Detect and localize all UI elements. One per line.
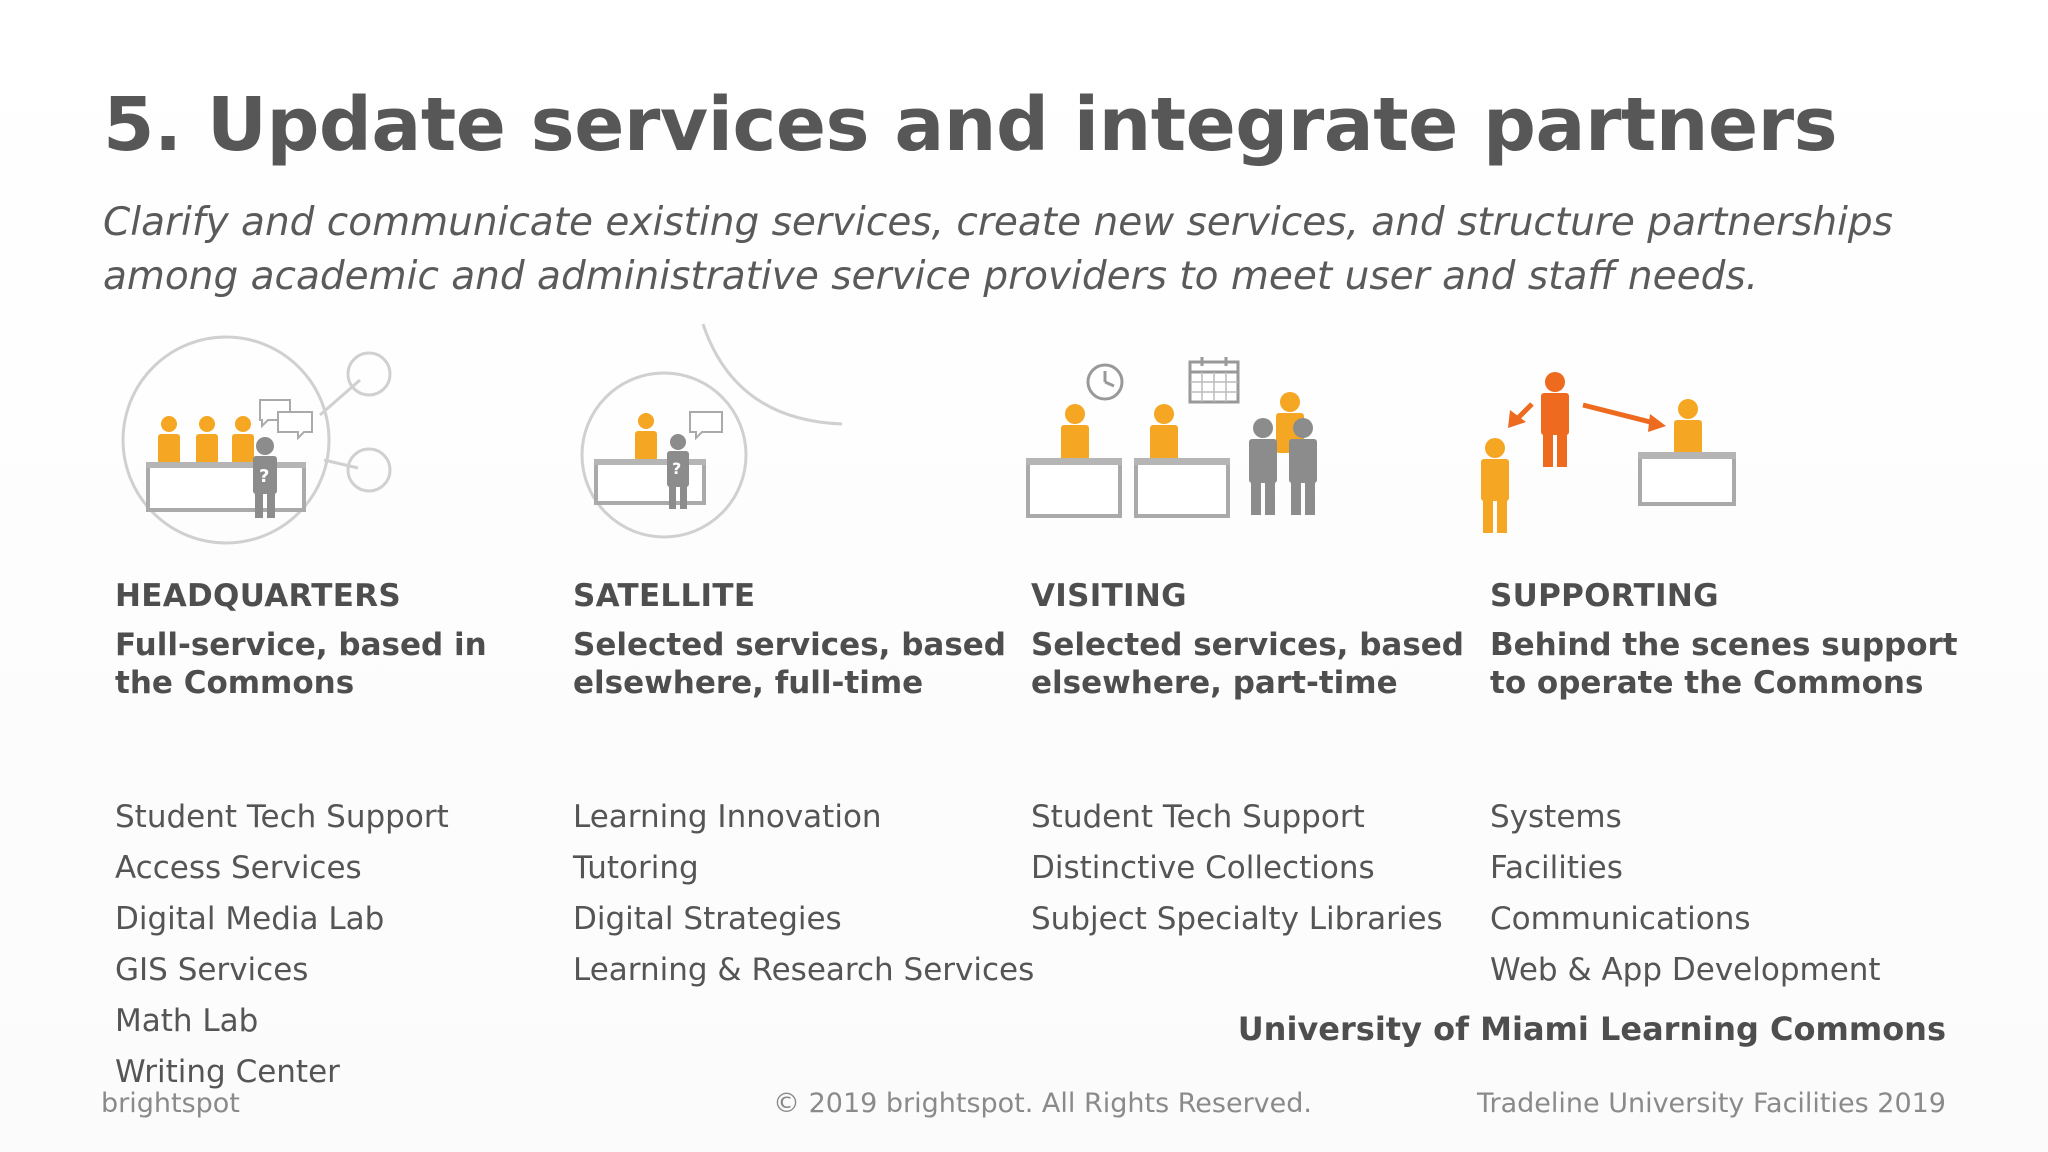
description-line: elsewhere, part-time: [1031, 665, 1398, 701]
slide-subtitle: Clarify and communicate existing service…: [103, 196, 2003, 304]
service-item: Subject Specialty Libraries: [1031, 901, 1443, 937]
column-description: Selected services, based elsewhere, part…: [1031, 626, 1471, 798]
footer-brand: brightspot: [101, 1088, 240, 1119]
service-item: Student Tech Support: [1031, 799, 1365, 835]
description-line: Full-service, based in: [115, 627, 487, 663]
column-supporting: SUPPORTING Behind the scenes support to …: [1490, 578, 1958, 1002]
column-description: Selected services, based elsewhere, full…: [573, 626, 1013, 798]
project-credit: University of Miami Learning Commons: [1237, 1010, 1946, 1048]
svg-text:?: ?: [672, 459, 681, 478]
service-item: Writing Center: [115, 1054, 340, 1090]
service-item: GIS Services: [115, 952, 309, 988]
column-heading: HEADQUARTERS: [115, 578, 402, 614]
satellite-illustration: ?: [580, 323, 843, 539]
column-description: Full-service, based in the Commons: [115, 626, 555, 798]
service-item: Access Services: [115, 850, 362, 886]
service-list: Student Tech Support Distinctive Collect…: [1031, 798, 1471, 951]
description-line: elsewhere, full-time: [573, 665, 924, 701]
service-item: Facilities: [1490, 850, 1623, 886]
svg-text:?: ?: [259, 466, 269, 487]
service-item: Tutoring: [573, 850, 699, 886]
subtitle-line-2: among academic and administrative servic…: [103, 254, 1759, 299]
description-line: to operate the Commons: [1490, 665, 1924, 701]
column-heading: SATELLITE: [573, 578, 756, 614]
service-item: Math Lab: [115, 1003, 259, 1039]
service-item: Web & App Development: [1490, 952, 1881, 988]
service-item: Systems: [1490, 799, 1622, 835]
subtitle-line-1: Clarify and communicate existing service…: [103, 200, 1893, 245]
service-item: Student Tech Support: [115, 799, 449, 835]
service-item: Digital Media Lab: [115, 901, 385, 937]
column-visiting: VISITING Selected services, based elsewh…: [1031, 578, 1471, 951]
slide-title: 5. Update services and integrate partner…: [103, 82, 1838, 168]
description-line: Behind the scenes support: [1490, 627, 1958, 663]
description-line: Selected services, based: [573, 627, 1007, 663]
description-line: Selected services, based: [1031, 627, 1465, 663]
footer-copyright: © 2019 brightspot. All Rights Reserved.: [773, 1088, 1312, 1119]
column-satellite: SATELLITE Selected services, based elsew…: [573, 578, 1035, 1002]
description-line: the Commons: [115, 665, 355, 701]
service-list: Systems Facilities Communications Web & …: [1490, 798, 1930, 1002]
service-list: Learning Innovation Tutoring Digital Str…: [573, 798, 1035, 1002]
visiting-illustration: [1026, 357, 1317, 518]
column-heading: SUPPORTING: [1490, 578, 1719, 614]
column-heading: VISITING: [1031, 578, 1187, 614]
service-item: Communications: [1490, 901, 1751, 937]
service-item: Learning Innovation: [573, 799, 882, 835]
column-description: Behind the scenes support to operate the…: [1490, 626, 1958, 798]
footer-event: Tradeline University Facilities 2019: [1476, 1088, 1946, 1119]
service-item: Distinctive Collections: [1031, 850, 1375, 886]
supporting-illustration: [1481, 372, 1736, 533]
service-item: Learning & Research Services: [573, 952, 1035, 988]
service-item: Digital Strategies: [573, 901, 842, 937]
column-headquarters: HEADQUARTERS Full-service, based in the …: [115, 578, 555, 1104]
headquarters-illustration: ?: [121, 335, 392, 545]
service-list: Student Tech Support Access Services Dig…: [115, 798, 555, 1104]
